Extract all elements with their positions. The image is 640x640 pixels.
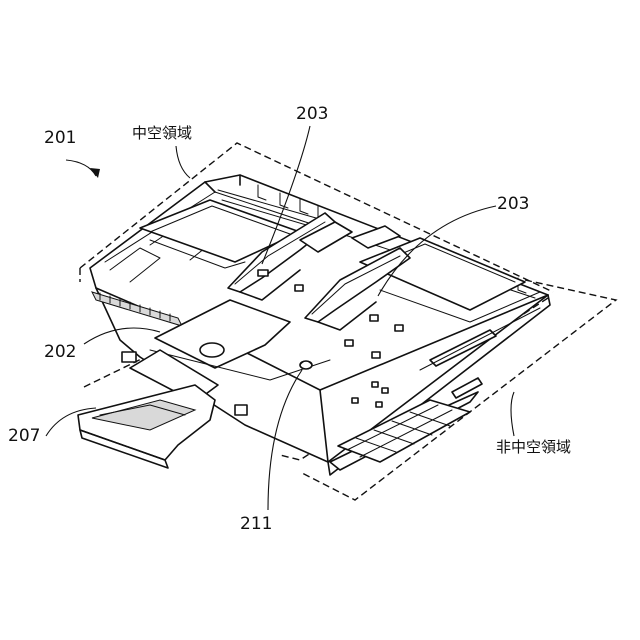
label-207: 207 bbox=[8, 428, 40, 445]
label-202: 202 bbox=[44, 344, 76, 361]
label-203-left: 203 bbox=[296, 106, 328, 123]
label-hollow-region: 中空領域 bbox=[132, 126, 192, 141]
label-203-right: 203 bbox=[497, 196, 529, 213]
label-201: 201 bbox=[44, 130, 76, 147]
label-211: 211 bbox=[240, 516, 272, 533]
feature-211 bbox=[300, 361, 312, 369]
label-non-hollow-region: 非中空領域 bbox=[496, 440, 571, 455]
assembly-arrow bbox=[66, 160, 100, 178]
